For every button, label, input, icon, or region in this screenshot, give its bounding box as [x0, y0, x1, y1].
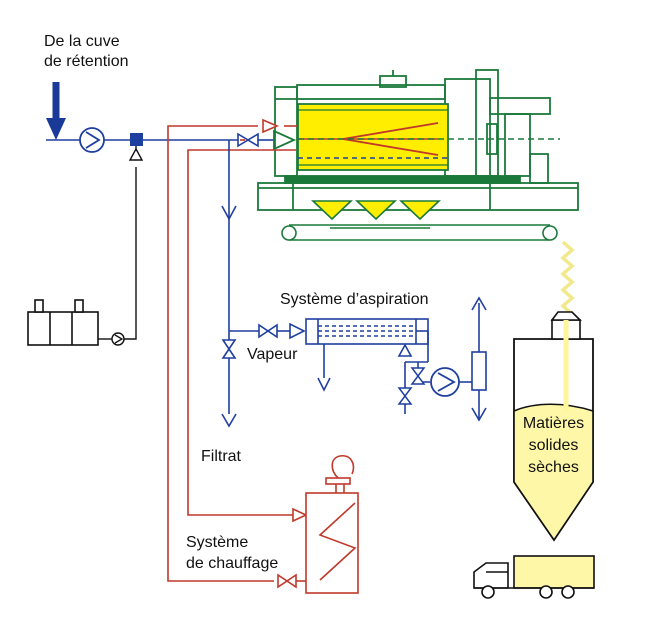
solids-label-line1: Matières: [522, 415, 585, 432]
belt-conveyor: [281, 224, 558, 241]
discharge-hoppers: [310, 200, 442, 221]
dryer-frame: [257, 69, 579, 211]
heater-icon: [305, 455, 359, 594]
storage-silo: [513, 311, 594, 542]
dryer-drum: [297, 103, 560, 171]
condensate-outlet: [317, 344, 331, 392]
feed-pump-icon: [46, 127, 134, 153]
solids-label-line3: sèches: [528, 459, 579, 476]
solids-stream: [560, 240, 575, 316]
filtrate-line: [221, 140, 237, 428]
vacuum-valve-icon: [397, 367, 426, 405]
condenser-icon: [305, 318, 429, 345]
heating-valve-icon: [277, 573, 306, 589]
inlet-arrow: [46, 82, 66, 140]
dosing-pump-icon: [98, 146, 144, 346]
heating-label-line1: Système: [186, 534, 249, 551]
vacuum-pump-icon: [430, 351, 487, 397]
heating-return-arrow-icon: [292, 507, 308, 523]
solids-label-line2: solides: [528, 437, 579, 454]
aspiration-label: Système d’aspiration: [280, 291, 429, 308]
source-label-line1: De la cuve: [44, 33, 120, 50]
polymer-tanks-icon: [27, 299, 99, 346]
exhaust-vent: [471, 296, 487, 422]
filtrate-valve-icon: [221, 339, 237, 359]
vacuum-check-icon: [397, 343, 413, 357]
steam-label: Vapeur: [247, 346, 298, 363]
truck-icon: [473, 555, 595, 599]
steam-arrow-icon: [289, 322, 306, 340]
source-label-line2: de rétention: [44, 53, 129, 70]
heating-circuit: [167, 125, 300, 582]
heating-label-line2: de chauffage: [186, 555, 279, 572]
filtrate-label: Filtrat: [201, 448, 241, 465]
mixing-junction-icon: [130, 133, 143, 146]
feed-nozzle-icon: [273, 129, 297, 151]
steam-valve-icon: [258, 323, 278, 339]
heating-inlet-arrow-icon: [262, 118, 280, 134]
